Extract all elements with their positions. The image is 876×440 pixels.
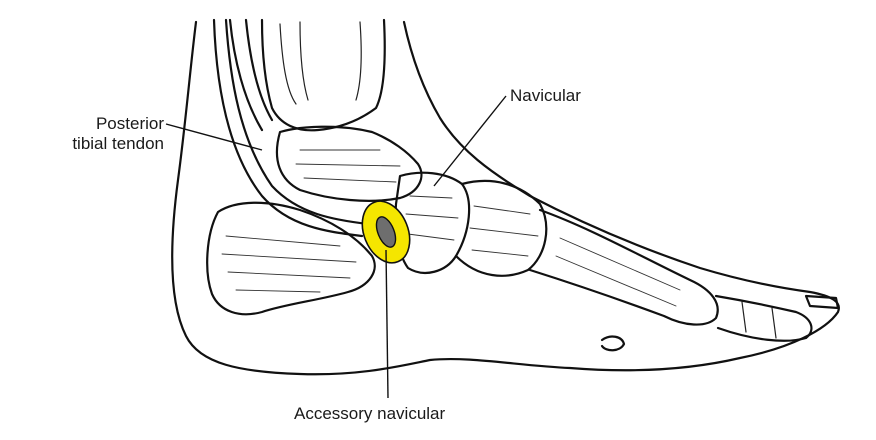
tibia-outline [260,18,386,132]
sesamoid [600,335,626,352]
posterior-tibial-tendon-label-line1: Posterior [95,114,164,133]
posterior-tibial-tendon-label-line2: tibial tendon [72,134,164,153]
calcaneus-outline [206,201,376,316]
accessory-navicular-leader [385,249,389,399]
skin-outline [171,20,840,376]
navicular-label: Navicular [510,86,581,105]
fibula-outline [228,18,274,132]
posterior-tibial-leader [165,123,263,151]
cuneiform-outline [454,179,548,277]
navicular-leader [433,95,507,187]
toenail [804,294,840,310]
posterior-tibial-tendon [212,18,364,238]
phalanx-outline [714,294,813,342]
talus-outline [275,125,423,202]
accessory-navicular-label: Accessory navicular [294,404,446,423]
metatarsal-outline [528,208,719,326]
accessory-navicular-bone [375,216,397,248]
